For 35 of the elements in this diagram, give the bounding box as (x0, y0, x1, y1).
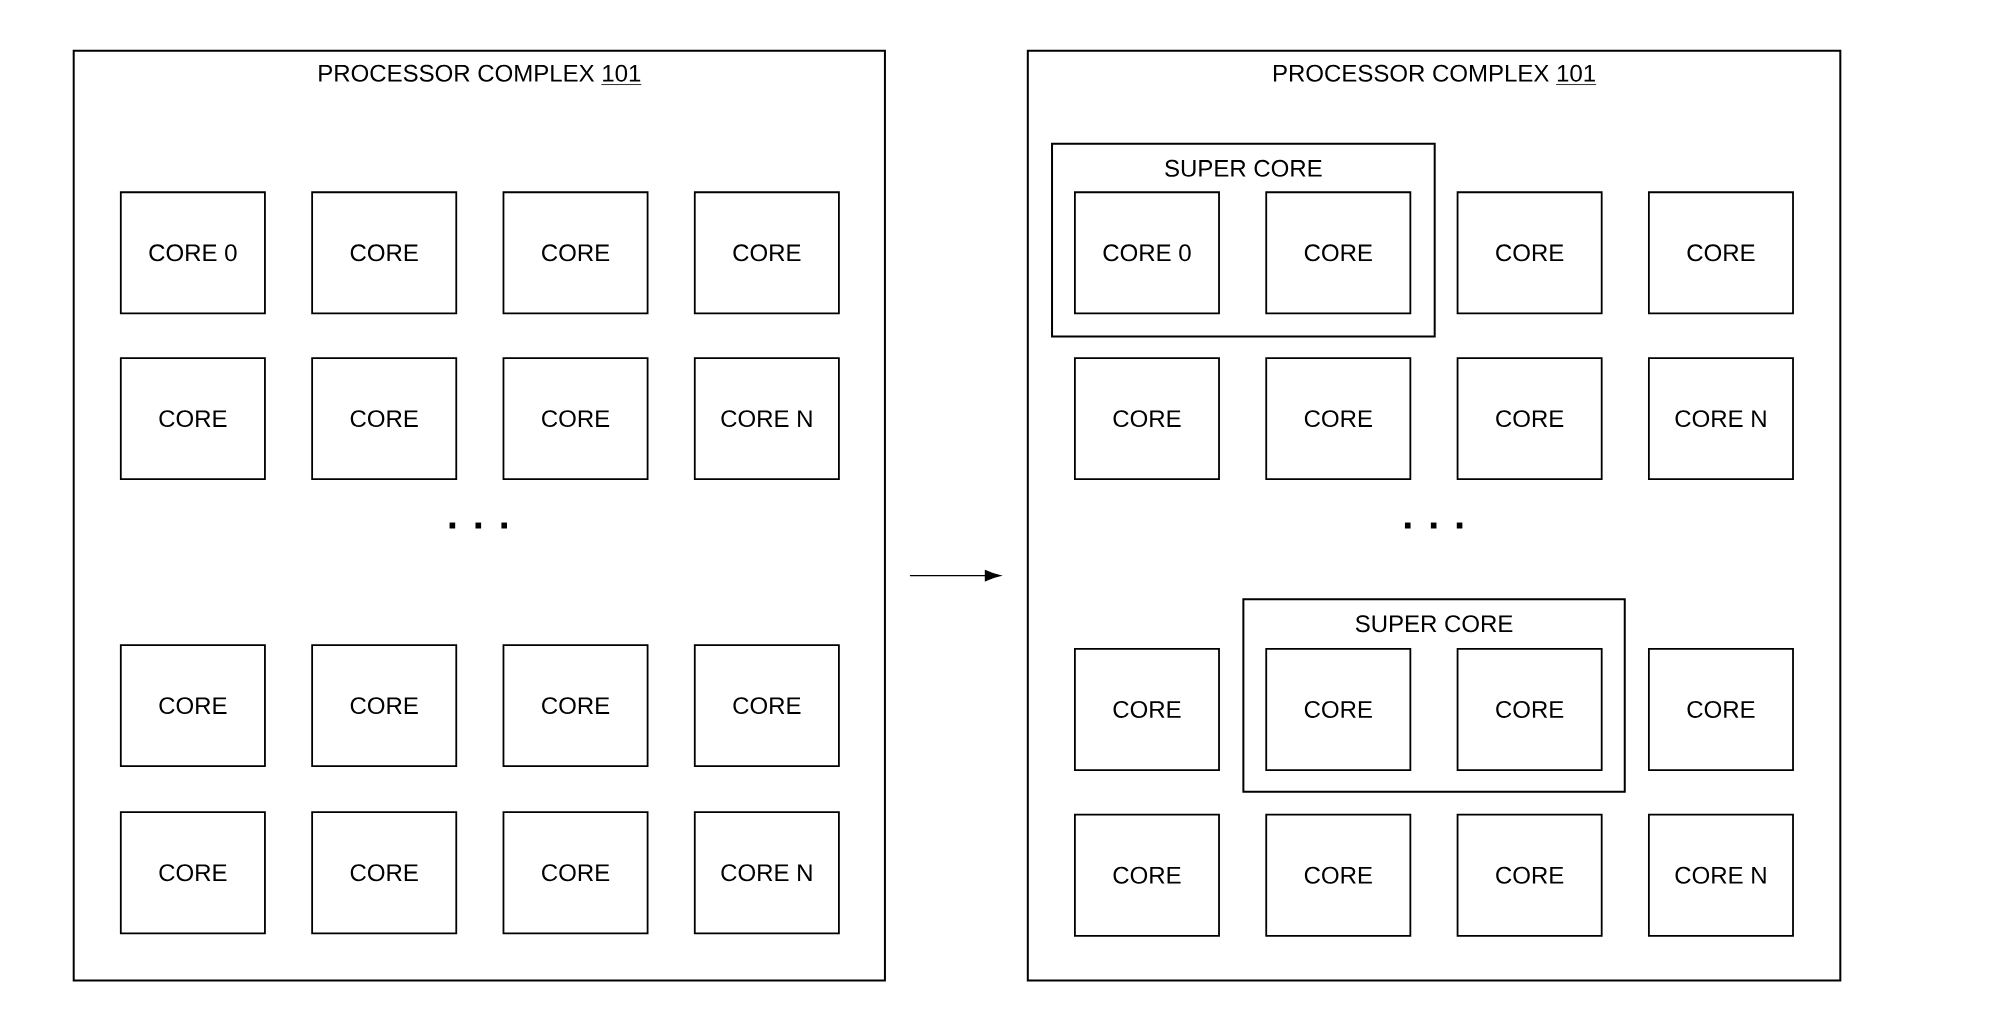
core-box: CORE (693, 191, 840, 315)
core-box: CORE (502, 357, 649, 481)
core-box: CORE 0 (1074, 191, 1220, 315)
core-box: CORE (1074, 647, 1220, 771)
core-box: CORE 0 (119, 191, 266, 315)
core-box: CORE (1074, 813, 1220, 937)
core-box: CORE (1456, 647, 1603, 771)
core-box: CORE N (1648, 357, 1794, 481)
core-box: CORE (1648, 191, 1794, 315)
core-box: CORE (1265, 191, 1412, 315)
core-box: CORE (502, 644, 649, 768)
core-box: CORE (1456, 357, 1603, 481)
core-box: CORE (311, 644, 458, 768)
core-box: CORE (502, 191, 649, 315)
core-box: CORE (311, 191, 458, 315)
core-box: CORE (1648, 647, 1794, 771)
core-box: CORE N (693, 811, 840, 935)
core-box: CORE (1456, 191, 1603, 315)
core-box: CORE N (1648, 813, 1794, 937)
ellipsis: . . . (1404, 522, 1463, 529)
core-box: CORE (119, 644, 266, 768)
core-box: CORE (1456, 813, 1603, 937)
ellipsis: . . . (449, 522, 508, 529)
core-box: CORE (119, 357, 266, 481)
core-box: CORE (502, 811, 649, 935)
core-box: CORE (119, 811, 266, 935)
core-box: CORE N (693, 357, 840, 481)
core-box: CORE (1265, 357, 1412, 481)
core-box: CORE (1265, 647, 1412, 771)
core-box: CORE (311, 811, 458, 935)
arrow (909, 570, 1001, 582)
core-box: CORE (311, 357, 458, 481)
core-box: CORE (693, 644, 840, 768)
core-box: CORE (1265, 813, 1412, 937)
core-box: CORE (1074, 357, 1220, 481)
